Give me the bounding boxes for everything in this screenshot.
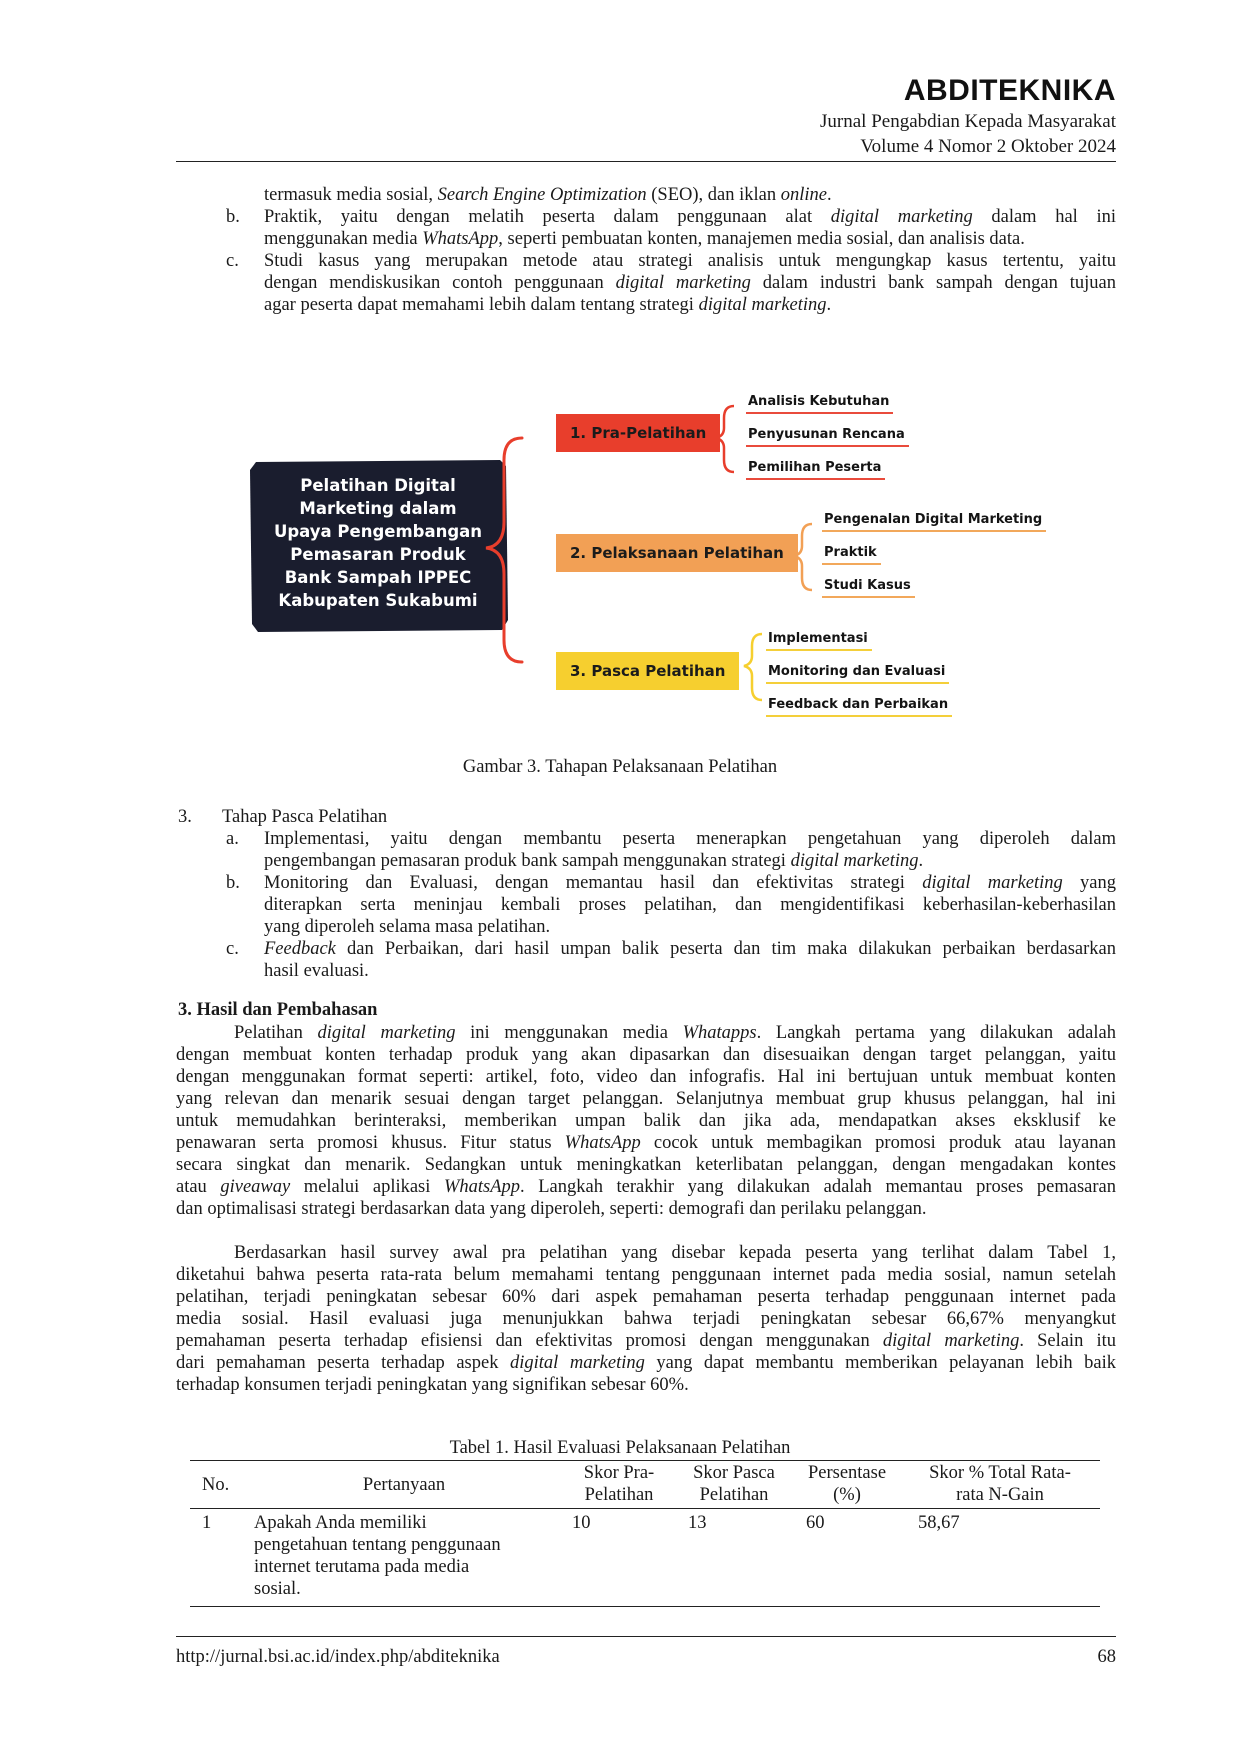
main-bracket	[485, 436, 524, 664]
header-question: Pertanyaan	[362, 1475, 446, 1495]
journal-brand: ABDITEKNIKA	[903, 74, 1116, 107]
pasca-b-line-2: diterapkan serta meninjau kembali proses…	[264, 895, 1116, 915]
pasca-c-line-1: Feedback dan Perbaikan, dari hasil umpan…	[264, 939, 1116, 959]
stage-2-item: Studi Kasus	[822, 578, 915, 598]
paragraph-line: dengan menggunakan format seperti: artik…	[176, 1067, 1116, 1087]
paragraph-line: atau giveaway melalui aplikasi WhatsApp.…	[176, 1177, 1116, 1197]
header-ngain: Skor % Total Rata-rata N-Gain	[929, 1463, 1071, 1505]
stage-1-item: Pemilihan Peserta	[746, 460, 886, 480]
paragraph-line: secara singkat dan menarik. Sedangkan un…	[176, 1155, 1116, 1175]
header-percentage: Persentase(%)	[807, 1463, 887, 1505]
list-number: 3.	[178, 807, 192, 827]
paragraph-line: terhadap konsumen terjadi peningkatan ya…	[176, 1375, 689, 1395]
footer-rule	[176, 1636, 1116, 1637]
stage-2-item: Praktik	[822, 545, 881, 565]
center-box-text: Pelatihan Digital Marketing dalam Upaya …	[250, 474, 506, 612]
center-line: Bank Sampah IPPEC	[284, 568, 472, 587]
paragraph-line: Pelatihan digital marketing ini mengguna…	[234, 1023, 1116, 1043]
list-marker: c.	[226, 939, 239, 959]
header-rule	[176, 161, 1116, 162]
journal-issue: Volume 4 Nomor 2 Oktober 2024	[860, 136, 1116, 157]
page-number: 68	[1097, 1647, 1117, 1667]
bracket-3	[743, 632, 763, 702]
paragraph-line: media sosial. Hasil evaluasi juga menunj…	[176, 1309, 1116, 1329]
pasca-c-line-2: hasil evaluasi.	[264, 961, 369, 981]
stage-1-item: Analisis Kebutuhan	[746, 394, 894, 414]
pasca-b-line-3: yang diperoleh selama masa pelatihan.	[264, 917, 551, 937]
journal-subtitle: Jurnal Pengabdian Kepada Masyarakat	[820, 111, 1116, 132]
paragraph-line: dengan membuat konten terhadap produk ya…	[176, 1045, 1116, 1065]
table-caption: Tabel 1. Hasil Evaluasi Pelaksanaan Pela…	[449, 1438, 791, 1458]
header-pre: Skor Pra-Pelatihan	[583, 1463, 655, 1505]
stage-1-item: Penyusunan Rencana	[746, 427, 909, 447]
stage-3-item: Feedback dan Perbaikan	[766, 697, 953, 717]
paragraph-line: untuk memudahkan berinteraksi, memberika…	[176, 1111, 1116, 1131]
training-stages-diagram: Pelatihan Digital Marketing dalam Upaya …	[250, 390, 1050, 730]
intro-c-line-3: agar peserta dapat memahami lebih dalam …	[264, 295, 832, 315]
paragraph-line: pemahaman peserta terhadap efisiensi dan…	[176, 1331, 1116, 1351]
center-box-shape	[250, 460, 508, 632]
intro-b-line-1: Praktik, yaitu dengan melatih peserta da…	[264, 207, 1116, 227]
pasca-title: Tahap Pasca Pelatihan	[222, 807, 388, 827]
row-no: 1	[202, 1513, 212, 1533]
paragraph-line: pelatihan, terjadi peningkatan sebesar 6…	[176, 1287, 1116, 1307]
intro-b-line-2: menggunakan media WhatsApp, seperti pemb…	[264, 229, 1025, 249]
list-marker: b.	[226, 207, 240, 227]
header-no: No.	[202, 1475, 230, 1495]
stage-pra-pelatihan: 1. Pra-Pelatihan	[556, 414, 721, 452]
table-header-rule	[190, 1508, 1100, 1509]
paragraph-line: yang relevan dan menarik sesuai dengan t…	[176, 1089, 1116, 1109]
center-line: Upaya Pengembangan	[273, 522, 483, 541]
stage-pelaksanaan-pelatihan: 2. Pelaksanaan Pelatihan	[556, 534, 798, 572]
paragraph-line: dari pemahaman peserta terhadap aspek di…	[176, 1353, 1117, 1373]
pasca-a-line-2: pengembangan pemasaran produk bank sampa…	[264, 851, 924, 871]
paragraph-line: penawaran serta promosi khusus. Fitur st…	[176, 1133, 1116, 1153]
intro-line-1: termasuk media sosial, Search Engine Opt…	[264, 185, 832, 205]
row-ngain: 58,67	[918, 1513, 960, 1533]
intro-c-line-1: Studi kasus yang merupakan metode atau s…	[264, 251, 1116, 271]
row-question: Apakah Anda memiliki pengetahuan tentang…	[254, 1513, 501, 1599]
row-percentage: 60	[806, 1513, 825, 1533]
list-marker: b.	[226, 873, 240, 893]
intro-c-line-2: dengan mendiskusikan contoh penggunaan d…	[264, 273, 1116, 293]
table-top-rule	[190, 1460, 1100, 1461]
center-line: Pemasaran Produk	[290, 545, 466, 564]
row-post-score: 13	[688, 1513, 707, 1533]
diagram-connectors	[250, 404, 813, 702]
paragraph-line: diketahui bahwa peserta rata-rata belum …	[176, 1265, 1116, 1285]
table-bottom-rule	[190, 1606, 1100, 1607]
paragraph-line: Berdasarkan hasil survey awal pra pelati…	[234, 1243, 1116, 1263]
section-heading: 3. Hasil dan Pembahasan	[178, 1000, 378, 1020]
stage-3-item: Monitoring dan Evaluasi	[766, 664, 950, 684]
footer-url[interactable]: http://jurnal.bsi.ac.id/index.php/abdite…	[176, 1647, 500, 1667]
pasca-b-line-1: Monitoring dan Evaluasi, dengan memantau…	[264, 873, 1116, 893]
center-line: Kabupaten Sukabumi	[278, 591, 478, 610]
stage-3-item: Implementasi	[766, 631, 872, 651]
stage-2-item: Pengenalan Digital Marketing	[822, 512, 1047, 532]
center-line: Pelatihan Digital	[300, 476, 456, 495]
paragraph-line: dan optimalisasi strategi berdasarkan da…	[176, 1199, 927, 1219]
row-pre-score: 10	[572, 1513, 591, 1533]
list-marker: c.	[226, 251, 239, 271]
center-line: Marketing dalam	[299, 499, 457, 518]
list-marker: a.	[226, 829, 239, 849]
stage-pasca-pelatihan: 3. Pasca Pelatihan	[556, 652, 740, 690]
figure-caption: Gambar 3. Tahapan Pelaksanaan Pelatihan	[462, 757, 778, 777]
pasca-a-line-1: Implementasi, yaitu dengan membantu pese…	[264, 829, 1116, 849]
